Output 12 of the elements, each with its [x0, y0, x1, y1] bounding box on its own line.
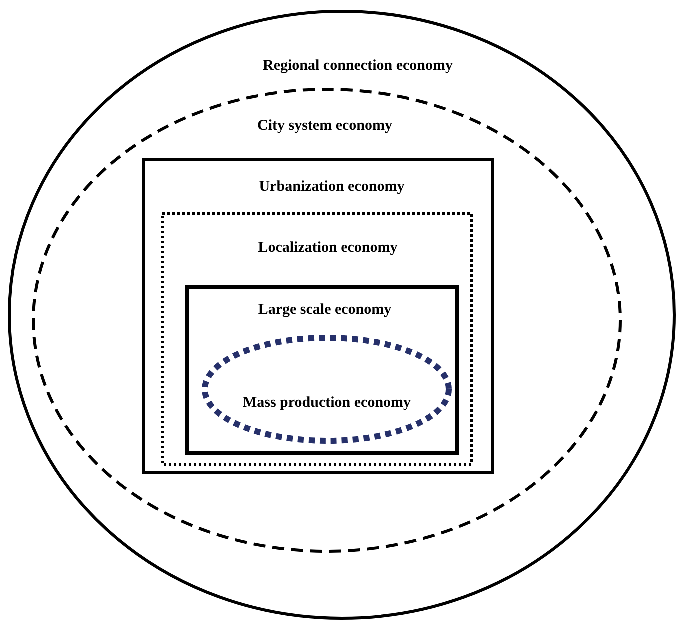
region-label: Large scale economy [258, 301, 392, 319]
region-label: Regional connection economy [263, 57, 453, 75]
region-label: Localization economy [258, 239, 398, 257]
region-label: City system economy [258, 117, 392, 135]
rectangle-region [142, 158, 494, 474]
ellipse-region [32, 88, 622, 553]
ellipse-region [202, 335, 452, 444]
ellipse-region [8, 10, 676, 620]
region-label: Urbanization economy [259, 178, 405, 196]
rectangle-region [161, 212, 473, 466]
rectangle-region [185, 285, 459, 455]
region-label: Mass production economy [242, 394, 412, 412]
